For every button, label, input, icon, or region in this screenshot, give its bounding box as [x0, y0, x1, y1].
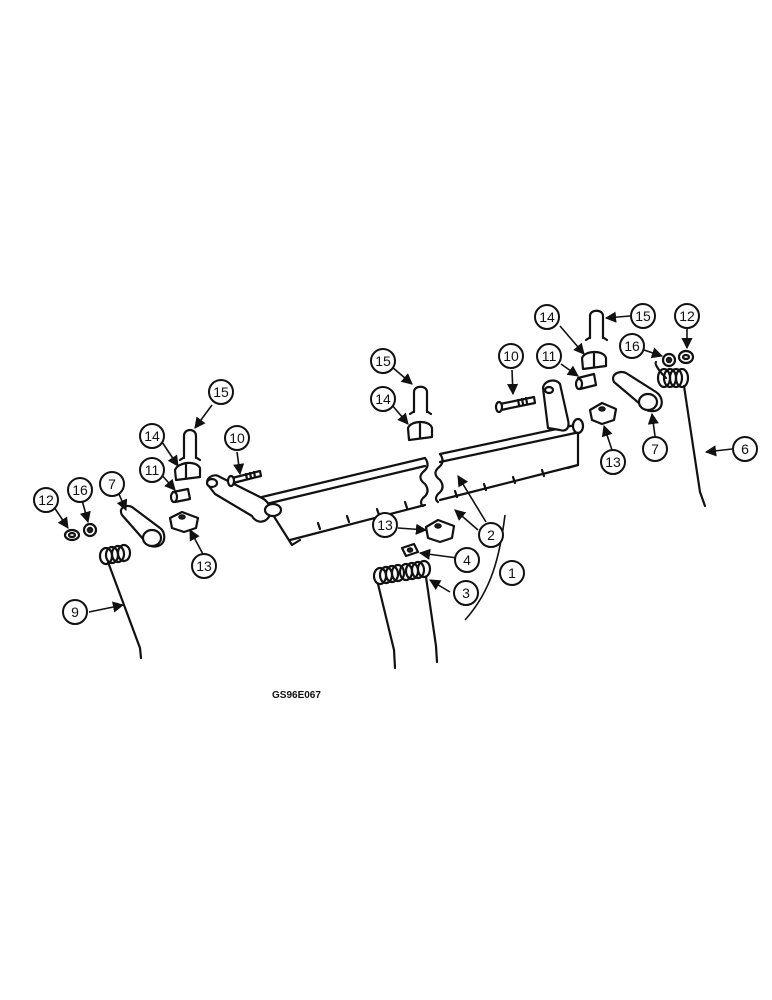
svg-text:13: 13 [605, 454, 621, 470]
svg-text:9: 9 [71, 604, 79, 620]
callout-12-right: 12 [674, 303, 700, 329]
svg-text:15: 15 [375, 353, 391, 369]
svg-text:14: 14 [144, 428, 160, 444]
callout-12-left: 12 [33, 487, 59, 513]
clamp-right [588, 401, 618, 426]
callout-13-center: 13 [372, 512, 398, 538]
svg-text:12: 12 [679, 308, 695, 324]
svg-text:11: 11 [145, 462, 160, 478]
link-right [612, 370, 663, 413]
svg-text:7: 7 [108, 476, 116, 492]
nut-right [677, 349, 695, 365]
svg-text:3: 3 [462, 585, 470, 601]
svg-text:14: 14 [539, 309, 555, 325]
svg-text:10: 10 [229, 430, 245, 446]
callouts: 1 2 3 4 6 7 7 9 [33, 303, 758, 625]
half-clamp-center [406, 420, 434, 442]
svg-text:14: 14 [375, 391, 391, 407]
callout-6: 6 [732, 436, 758, 462]
drawing-code: GS96E067 [272, 690, 321, 701]
callout-13-left: 13 [191, 553, 217, 579]
u-bolt-left [178, 428, 202, 462]
u-bolt-right [584, 309, 609, 342]
callout-9: 9 [62, 599, 88, 625]
svg-text:4: 4 [463, 552, 471, 568]
bolt-right [494, 395, 537, 414]
u-bolt-center [408, 385, 433, 416]
svg-text:7: 7 [651, 441, 659, 457]
svg-text:2: 2 [487, 527, 495, 543]
callout-15-center: 15 [370, 348, 396, 374]
link-left [119, 504, 166, 548]
callout-7-left: 7 [99, 471, 125, 497]
callout-4: 4 [454, 547, 480, 573]
callout-14-left: 14 [139, 423, 165, 449]
washer-right [661, 352, 677, 368]
svg-text:15: 15 [635, 308, 651, 324]
svg-text:12: 12 [38, 492, 54, 508]
nut-left [63, 528, 81, 542]
svg-text:1: 1 [508, 565, 516, 581]
clamp-left [168, 510, 200, 534]
clamp-center [424, 518, 456, 544]
svg-text:13: 13 [196, 558, 212, 574]
svg-text:13: 13 [377, 517, 393, 533]
spring-tine-left [98, 543, 143, 660]
svg-text:6: 6 [741, 441, 749, 457]
callout-15-right: 15 [630, 303, 656, 329]
main-frame [205, 379, 585, 547]
callout-10-right: 10 [498, 343, 524, 369]
callout-15-left: 15 [208, 379, 234, 405]
svg-text:16: 16 [624, 338, 640, 354]
bushing-right [574, 372, 598, 391]
half-clamp-right [580, 350, 608, 371]
svg-text:16: 16 [72, 482, 88, 498]
double-spring-tine [372, 559, 439, 670]
svg-text:15: 15 [213, 384, 229, 400]
callout-16-left: 16 [67, 477, 93, 503]
callout-1: 1 [499, 560, 525, 586]
callout-7-right: 7 [642, 436, 668, 462]
nut-center [400, 542, 420, 558]
callout-2: 2 [478, 522, 504, 548]
callout-10-left: 10 [224, 425, 250, 451]
callout-11-left: 11 [139, 457, 165, 483]
svg-text:11: 11 [542, 348, 557, 364]
callout-14-center: 14 [370, 386, 396, 412]
bushing-left [169, 487, 192, 504]
bolt-left [226, 469, 263, 488]
callout-13-right: 13 [600, 449, 626, 475]
half-clamp-left [173, 461, 202, 482]
svg-text:10: 10 [503, 348, 519, 364]
callout-16-right: 16 [619, 333, 645, 359]
callout-3: 3 [453, 580, 479, 606]
callout-11-right: 11 [536, 343, 562, 369]
spring-tine-right [654, 360, 707, 508]
washer-left [82, 522, 98, 538]
callout-14-right: 14 [534, 304, 560, 330]
